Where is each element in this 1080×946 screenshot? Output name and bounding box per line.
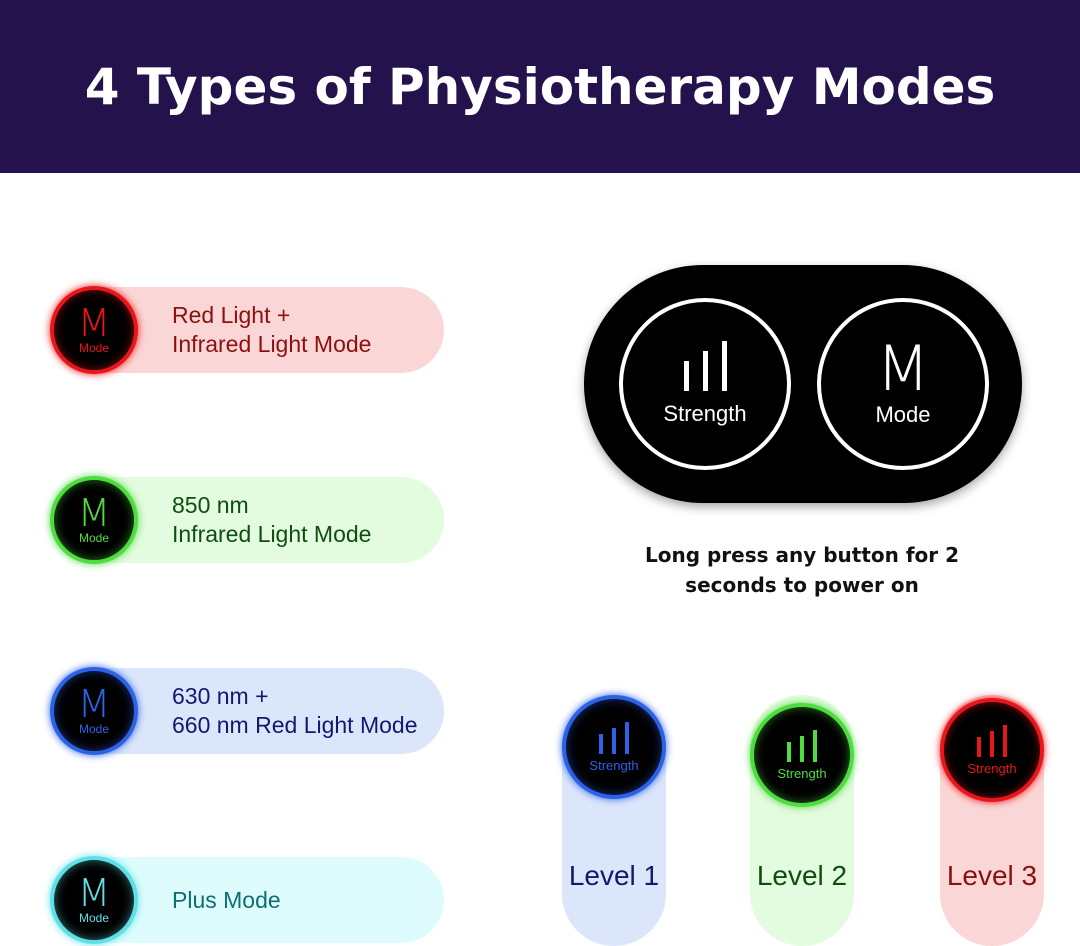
- mode-line-2: 660 nm Red Light Mode: [172, 712, 418, 738]
- mode-line-1: Red Light +: [172, 302, 291, 328]
- mode-label: Mode: [875, 402, 931, 427]
- mode-icon-label: Mode: [78, 722, 110, 736]
- mode-m-icon: M: [876, 332, 930, 405]
- mode-button-icon: M Mode: [50, 667, 138, 755]
- strength-bars-icon: [683, 341, 727, 391]
- mode-icon-label: Mode: [78, 531, 110, 545]
- strength-icon-label: Strength: [967, 760, 1017, 776]
- level-item: Strength Level 1: [562, 695, 666, 946]
- level-item: Strength Level 3: [940, 695, 1044, 946]
- mode-item: M Mode Plus Mode: [50, 856, 444, 945]
- mode-line-1: 850 nm: [172, 492, 249, 518]
- mode-line-2: Infrared Light Mode: [172, 521, 372, 547]
- mode-letter: M: [77, 682, 111, 726]
- control-panel-device: Strength M Mode: [584, 265, 1022, 503]
- strength-level-icon: Strength: [562, 695, 666, 799]
- mode-button-icon: M Mode: [50, 476, 138, 564]
- header-banner: 4 Types of Physiotherapy Modes: [0, 0, 1080, 173]
- mode-letter: M: [77, 871, 111, 915]
- level-label: Level 3: [946, 860, 1038, 891]
- mode-line-1: 630 nm +: [172, 683, 269, 709]
- strength-level-icon: Strength: [750, 703, 854, 807]
- mode-button-icon: M Mode: [50, 856, 138, 944]
- level-label: Level 1: [568, 860, 660, 891]
- mode-icon-label: Mode: [78, 911, 110, 925]
- mode-letter: M: [77, 301, 111, 345]
- strength-button[interactable]: Strength: [619, 298, 791, 470]
- mode-item: M Mode 630 nm + 660 nm Red Light Mode: [50, 667, 444, 756]
- caption-line-2: seconds to power on: [685, 573, 919, 597]
- strength-icon-label: Strength: [777, 765, 827, 781]
- strength-bars-icon: [599, 721, 629, 754]
- strength-label: Strength: [663, 401, 747, 426]
- caption-line-1: Long press any button for 2: [644, 543, 960, 567]
- level-item: Strength Level 2: [750, 695, 854, 946]
- strength-bars-icon: [787, 729, 817, 762]
- strength-bars-icon: [977, 724, 1007, 757]
- mode-letter: M: [77, 491, 111, 535]
- mode-item: M Mode Red Light + Infrared Light Mode: [50, 286, 444, 375]
- power-on-caption: Long press any button for 2 seconds to p…: [620, 540, 984, 600]
- mode-item: M Mode 850 nm Infrared Light Mode: [50, 476, 444, 565]
- strength-icon-label: Strength: [589, 757, 639, 773]
- mode-line-1: Plus Mode: [172, 886, 281, 913]
- mode-button-icon: M Mode: [50, 286, 138, 374]
- mode-line-2: Infrared Light Mode: [172, 331, 372, 357]
- mode-icon-label: Mode: [78, 341, 110, 355]
- level-label: Level 2: [756, 860, 848, 891]
- strength-level-icon: Strength: [940, 698, 1044, 802]
- page-title: 4 Types of Physiotherapy Modes: [84, 57, 996, 116]
- mode-button[interactable]: M Mode: [817, 298, 989, 470]
